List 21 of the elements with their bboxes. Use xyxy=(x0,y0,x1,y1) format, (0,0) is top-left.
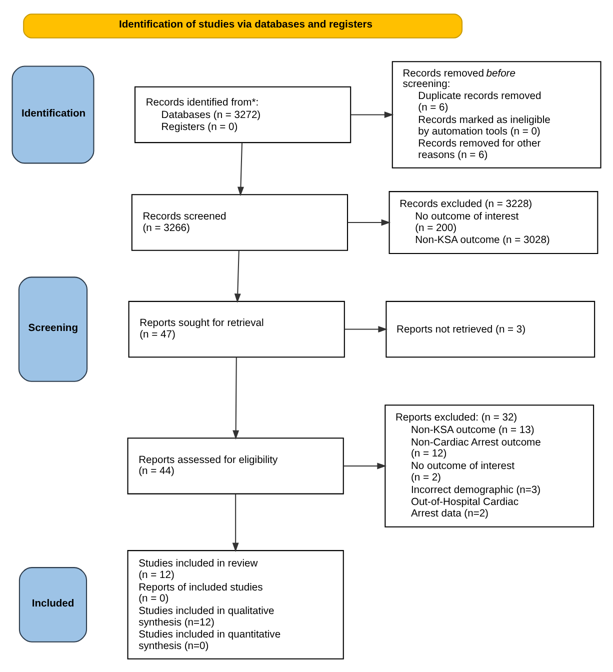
node-box: Identification xyxy=(12,65,94,164)
arrow xyxy=(350,110,394,118)
node-box: Screening xyxy=(18,276,88,382)
node-box: Records excluded (n = 3228) No outcome of interest (n = 200) Non-KSA outcome (n = 3028) xyxy=(388,190,598,254)
node-box: Included xyxy=(18,566,88,642)
arrow xyxy=(232,356,240,440)
node-box: Reports not retrieved (n = 3) xyxy=(386,300,596,358)
node-box: Identification of studies via databases and registers xyxy=(23,13,463,38)
arrow xyxy=(344,326,388,332)
node-box: Reports assessed for eligibility (n = 44) xyxy=(127,437,344,494)
arrow xyxy=(237,142,244,196)
arrow xyxy=(348,218,391,226)
node-box: Reports sought for retrieval (n = 47) xyxy=(128,300,345,358)
node-box: Records removed before screening: Duplicate records removed (n = 6) Records marked as ineligible by automation tools (n = 0) Records removed for other reasons (n = 6) xyxy=(392,60,602,168)
node-box: Records screened (n = 3266) xyxy=(131,194,348,250)
arrow xyxy=(232,494,239,552)
arrow xyxy=(344,462,386,469)
node-box: Reports excluded: (n = 32) Non-KSA outcome (n = 13) Non-Cardiac Arrest outcome (n = 12) No outcome of interest (n = 2) Incorrect demographic (n=3) Out-of-Hospital Cardiac Arrest data (n=2) xyxy=(384,404,594,527)
node-box: Studies included in review (n = 12) Reports of included studies (n = 0) Studies included in qualitative synthesis (n=12) Studies included in quantitative synthesis (n=0) xyxy=(127,550,344,659)
node-box: Records identified from*: Databases (n = 3272) Registers (n = 0) xyxy=(134,86,352,143)
arrow xyxy=(234,250,241,302)
